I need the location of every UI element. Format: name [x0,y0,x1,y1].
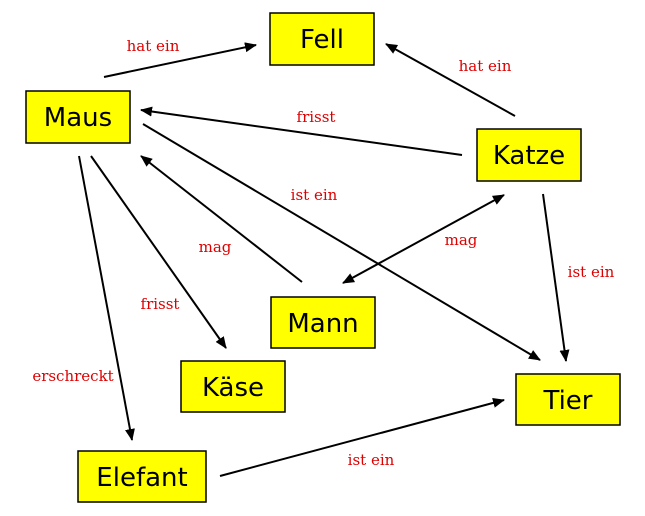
edge-elefant-tier [219,398,505,477]
node-katze: Katze [476,128,582,182]
edge-label-maus-elefant: erschreckt [32,367,113,385]
edge-label-maus-tier: ist ein [291,186,338,204]
edge-label-maus-fell: hat ein [127,37,180,55]
node-tier-label: Tier [543,386,593,416]
edge-mann-maus [140,155,303,283]
node-fell: Fell [269,12,375,66]
node-kaese: Käse [180,360,286,413]
edge-label-katze-maus: frisst [297,108,336,126]
edge-katze-maus [140,106,463,156]
edge-label-mann-maus: mag [199,238,232,256]
edge-maus-elefant [78,155,135,441]
node-elefant-label: Elefant [96,463,187,493]
edge-label-mann-katze: mag [445,231,478,249]
edge-label-katze-tier: ist ein [568,263,615,281]
edge-katze-fell [385,43,516,117]
edge-label-maus-kaese: frisst [141,295,180,313]
node-maus-label: Maus [44,103,112,133]
node-tier: Tier [515,373,621,426]
edge-mann-katze [342,194,505,284]
node-elefant: Elefant [77,450,207,503]
edge-maus-tier [142,123,541,361]
node-fell-label: Fell [300,25,344,55]
node-katze-label: Katze [493,141,565,171]
edge-katze-tier [542,193,570,362]
node-kaese-label: Käse [202,373,264,403]
edge-maus-kaese [90,155,227,349]
node-maus: Maus [25,90,131,144]
node-mann-label: Mann [287,309,358,339]
edge-maus-fell [103,42,257,78]
edge-label-katze-fell: hat ein [459,57,512,75]
node-mann: Mann [270,296,376,349]
edge-label-elefant-tier: ist ein [348,451,395,469]
